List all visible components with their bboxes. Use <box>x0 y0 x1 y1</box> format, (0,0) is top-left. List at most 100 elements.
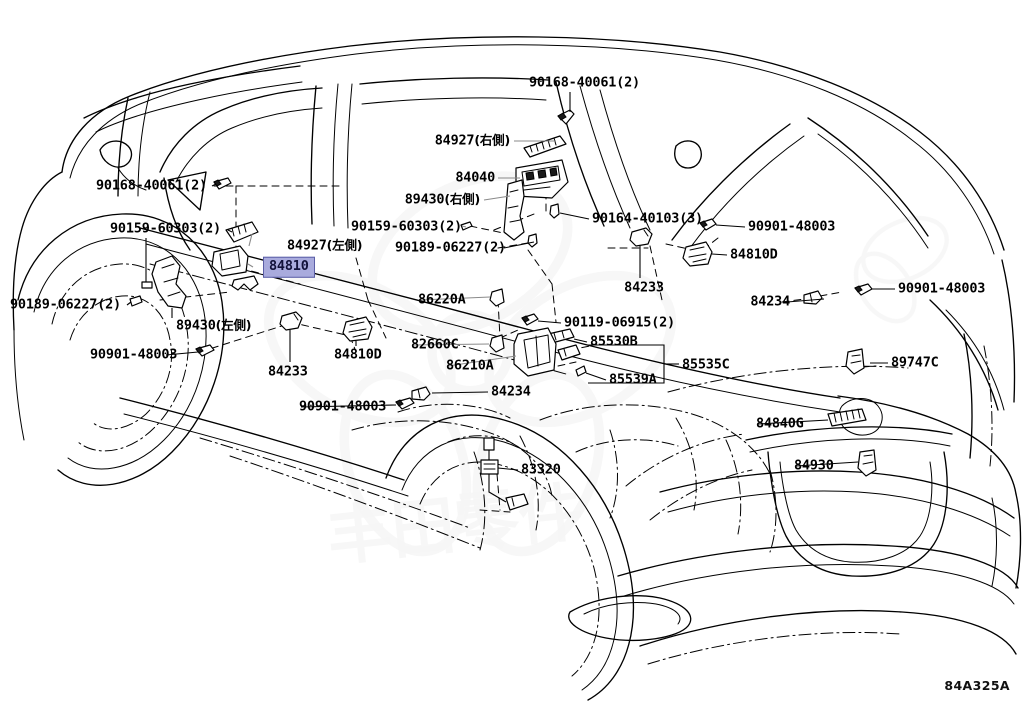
part-label-86210a[interactable]: 86210A <box>446 359 494 373</box>
part-number: 84930 <box>794 457 834 474</box>
part-side-suffix: (右側) <box>474 132 510 148</box>
part-label-84234[interactable]: 84234 <box>491 385 531 399</box>
part-glyph-89747C <box>845 348 865 375</box>
part-label-84810d[interactable]: 84810D <box>334 348 382 362</box>
part-glyph-83320 <box>480 437 529 511</box>
part-number: 89430 <box>176 317 216 334</box>
part-glyph-screw-left <box>141 238 153 289</box>
part-label-89747c[interactable]: 89747C <box>891 356 939 370</box>
part-number: 90901-48003 <box>299 398 387 415</box>
part-number: 90164-40103(3) <box>592 210 703 227</box>
part-glyph-84810 <box>211 245 249 277</box>
part-label-85530b[interactable]: 85530B <box>590 335 638 349</box>
part-number: 84927 <box>287 237 327 254</box>
part-label-84927[interactable]: 84927(左側) <box>287 239 362 253</box>
part-label-84930[interactable]: 84930 <box>794 459 834 473</box>
lower-body <box>119 397 481 549</box>
part-number: 85535C <box>682 356 730 373</box>
part-label-90159603032[interactable]: 90159-60303(2) <box>110 222 221 236</box>
part-glyph-bolt-left <box>213 177 232 190</box>
rear-quarter-details <box>625 140 1016 521</box>
part-number: 84234 <box>491 383 531 400</box>
part-number: 84840G <box>756 415 804 432</box>
part-label-84234[interactable]: 84234 <box>750 295 790 309</box>
part-glyph-screw-right <box>460 221 473 231</box>
part-number: 84233 <box>624 279 664 296</box>
part-label-82660c[interactable]: 82660C <box>411 338 459 352</box>
part-number: 85539A <box>609 371 657 388</box>
part-number: 90901-48003 <box>748 218 836 235</box>
part-label-9090148003[interactable]: 90901-48003 <box>748 220 835 234</box>
part-label-90189062272[interactable]: 90189-06227(2) <box>10 298 121 312</box>
part-glyph-bolt-top <box>557 109 575 125</box>
part-number: 86210A <box>446 357 494 374</box>
part-label-9090148003[interactable]: 90901-48003 <box>299 400 386 414</box>
part-label-84040[interactable]: 84040 <box>455 171 495 185</box>
part-number: 90159-60303(2) <box>110 220 221 237</box>
side-glass-and-doors <box>159 77 929 251</box>
part-glyph-clip-left <box>129 295 143 307</box>
part-label-84233[interactable]: 84233 <box>268 365 308 379</box>
part-glyph-bolt-left-lower <box>195 344 215 357</box>
part-side-suffix: (右側) <box>444 191 480 207</box>
part-label-90168400612[interactable]: 90168-40061(2) <box>96 179 207 193</box>
part-glyph-84930 <box>857 449 877 477</box>
part-number: 84040 <box>455 169 495 186</box>
part-number: 90168-40061(2) <box>96 177 207 194</box>
part-label-9090148003[interactable]: 90901-48003 <box>898 282 985 296</box>
part-glyph-bolt-upper-right <box>699 218 717 231</box>
part-number: 85530B <box>590 333 638 350</box>
part-glyph-84840G <box>827 408 867 427</box>
part-glyph-84233-right <box>629 227 653 278</box>
part-glyph-84927-right <box>523 135 567 158</box>
rear-hatch <box>659 365 1017 577</box>
part-label-90164401033[interactable]: 90164-40103(3) <box>592 212 703 226</box>
part-label-90189062272[interactable]: 90189-06227(2) <box>395 241 506 255</box>
part-number: 90901-48003 <box>898 280 986 297</box>
part-number: 84810 <box>269 257 309 274</box>
part-glyph-89430-left <box>151 255 187 318</box>
part-label-84927[interactable]: 84927(右側) <box>435 134 510 148</box>
part-label-90159603032[interactable]: 90159-60303(2) <box>351 220 462 234</box>
part-glyph-bolt-center <box>395 397 415 410</box>
part-glyph-82660C <box>489 334 505 353</box>
part-number: 89747C <box>891 354 939 371</box>
part-side-suffix: (左側) <box>326 237 363 253</box>
part-glyphs <box>129 109 877 511</box>
figure-code: 84A325A <box>944 678 1010 693</box>
part-glyph-84810D-right <box>682 241 713 267</box>
part-label-84233[interactable]: 84233 <box>624 281 664 295</box>
part-label-85535c[interactable]: 85535C <box>682 358 730 372</box>
part-label-90119069152[interactable]: 90119-06915(2) <box>564 316 675 330</box>
part-number: 84810D <box>730 246 778 263</box>
part-number: 90168-40061(2) <box>529 74 640 91</box>
part-glyph-90119 <box>521 313 539 326</box>
part-label-89430[interactable]: 89430(左側) <box>176 319 251 333</box>
part-label-9090148003[interactable]: 90901-48003 <box>90 348 177 362</box>
part-label-84810d[interactable]: 84810D <box>730 248 778 262</box>
part-glyph-84234-left <box>411 386 431 401</box>
part-number: 90189-06227(2) <box>395 239 506 256</box>
part-label-86220a[interactable]: 86220A <box>418 293 466 307</box>
part-label-85539a[interactable]: 85539A <box>609 373 657 387</box>
part-label-84840g[interactable]: 84840G <box>756 417 804 431</box>
part-label-83320[interactable]: 83320 <box>521 463 561 477</box>
part-glyph-85539A <box>557 344 587 377</box>
part-glyph-hook <box>231 275 259 291</box>
part-label-84810[interactable]: 84810 <box>263 256 315 278</box>
wheels <box>17 213 635 701</box>
leader-lines <box>126 92 895 471</box>
part-number: 90119-06915(2) <box>564 314 675 331</box>
part-number: 89430 <box>404 191 445 208</box>
part-label-89430[interactable]: 89430(右側) <box>405 193 480 207</box>
part-number: 84927 <box>434 132 475 149</box>
part-number: 84233 <box>268 363 308 380</box>
part-number: 86220A <box>418 291 466 308</box>
part-glyph-84233-left <box>279 311 303 362</box>
part-number: 84234 <box>750 293 790 310</box>
part-number: 90901-48003 <box>90 346 178 363</box>
part-label-90168400612[interactable]: 90168-40061(2) <box>529 76 640 90</box>
background-watermark: 丰田零件 <box>263 171 949 576</box>
